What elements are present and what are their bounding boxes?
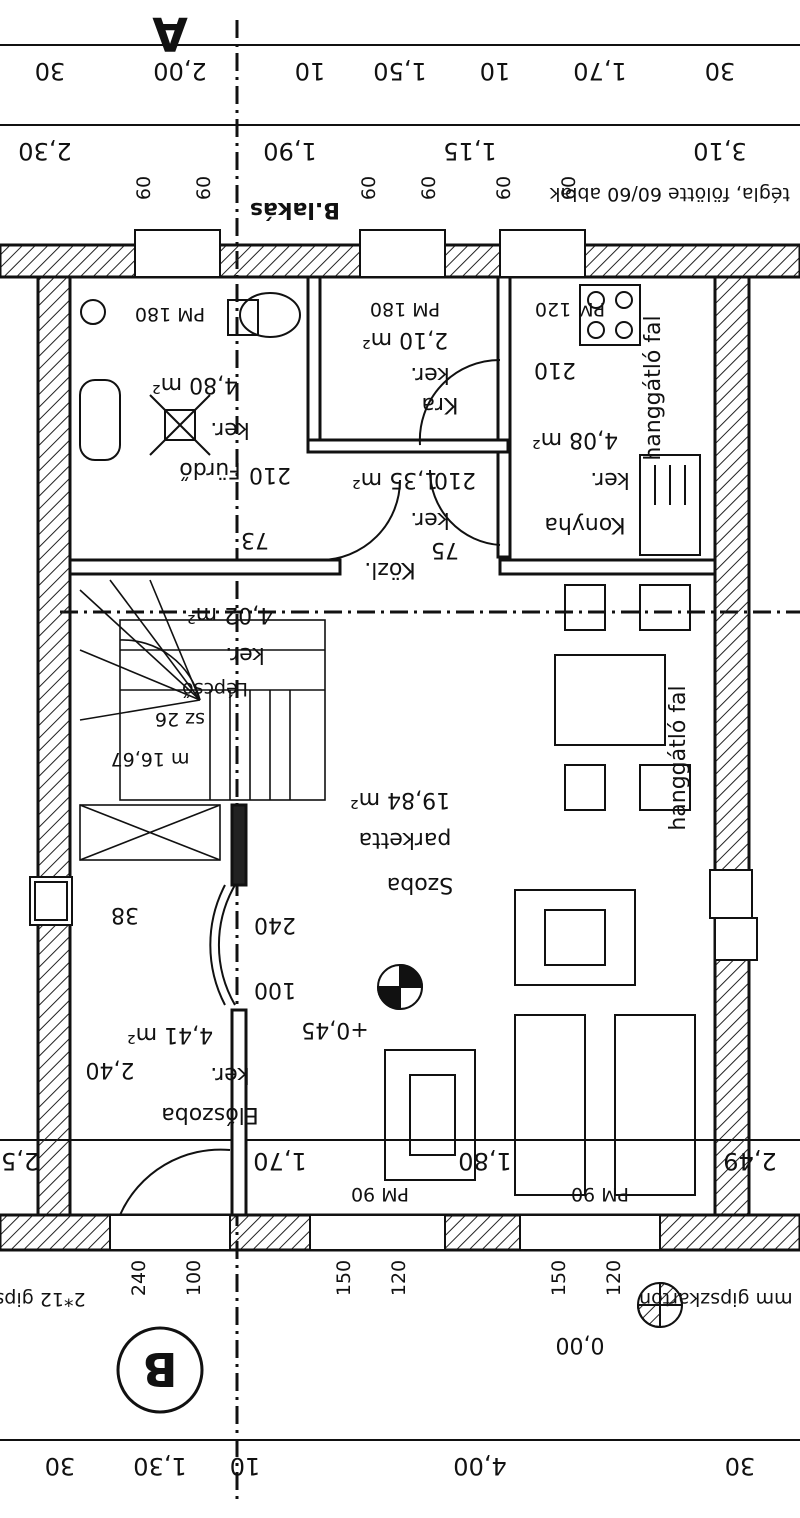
dim-bottom-3: 1,80	[458, 1147, 511, 1175]
section-mark-a: A	[152, 7, 188, 61]
wc-area: 2,10 m²	[362, 327, 448, 352]
entry-floor: ker.	[210, 1062, 250, 1087]
pm-bottom-1: PM 90	[351, 1183, 409, 1205]
wall-height-5: 60	[493, 176, 515, 200]
bathroom-floor: ker.	[210, 417, 250, 442]
hall-door: 75	[431, 537, 459, 562]
unit-name: B.lakás	[250, 197, 340, 222]
dim-bottom-4: 2,49	[723, 1147, 776, 1175]
entry-name: Előszoba	[161, 1102, 258, 1127]
section-mark-b-circle	[116, 1326, 204, 1414]
kitchen-h: 210	[534, 357, 576, 382]
bottom-note: 12,5 mm gipszkarton	[639, 1288, 800, 1310]
kitchen-pm: PM 120	[535, 298, 605, 320]
windows-bottom	[109, 1214, 661, 1251]
bottom-level: 0,00	[556, 1332, 605, 1357]
dim-top-7: 30	[705, 57, 736, 85]
bathroom-name: Fürdő	[179, 457, 240, 482]
windows-top	[134, 229, 586, 278]
hall-name: Közl.	[364, 557, 415, 582]
entry-dim: 2,40	[86, 1057, 135, 1082]
door-73: 73	[241, 527, 269, 552]
entry-dim38: 38	[111, 902, 139, 927]
dim-bottom-2: 1,70	[253, 1147, 306, 1175]
kitchen-fixtures	[579, 284, 701, 556]
bottom-small-6: 120	[603, 1260, 625, 1296]
pm-bottom-2: PM 90	[571, 1183, 629, 1205]
living-name: Szoba	[387, 872, 453, 897]
wc-floor: ker.	[410, 362, 450, 387]
living-level: +0,45	[301, 1017, 368, 1042]
bottom-small-5: 150	[548, 1260, 570, 1296]
bottom-small-2: 100	[183, 1260, 205, 1296]
kitchen-name: Konyha	[544, 512, 625, 537]
top-dimension-lines	[0, 44, 800, 1441]
dim-bottom2-3: 10	[230, 1452, 261, 1480]
entry-area: 4,41 m²	[127, 1022, 213, 1047]
stairs-lept: Lépcső	[182, 678, 248, 700]
hall-h: 210	[434, 467, 476, 492]
wall-height-6: 60	[558, 176, 580, 200]
dim-bottom2-1: 30	[45, 1452, 76, 1480]
bathroom-pm: PM 180	[135, 303, 205, 325]
wall-note-living: hanggátló fal	[666, 685, 691, 830]
level-marker-living	[376, 963, 424, 1011]
stairs-floor: ker.	[225, 642, 265, 667]
dim-top-3: 10	[295, 57, 326, 85]
left-note: 2*12 gips	[0, 1288, 86, 1310]
bathroom-area: 4,80 m²	[152, 372, 238, 397]
entry-240: 240	[254, 912, 296, 937]
dim-top2-1: 2,30	[18, 137, 71, 165]
dim-top-2: 2,00	[153, 57, 206, 85]
bathroom-h: 210	[249, 462, 291, 487]
living-floor: parketta	[359, 827, 452, 852]
wc-extra: Kra	[422, 392, 459, 417]
bottom-small-1: 240	[128, 1260, 150, 1296]
dim-bottom2-5: 30	[725, 1452, 756, 1480]
hall-area: 1,35 m²	[352, 467, 438, 492]
entry-100: 100	[254, 977, 296, 1002]
note-top: tégla, fölötte 60/60 ablak	[550, 183, 790, 205]
living-area: 19,84 m²	[350, 787, 450, 812]
dim-bottom2-4: 4,00	[453, 1452, 506, 1480]
living-furniture	[384, 584, 696, 1196]
stairs-steps: sz 26	[155, 708, 205, 730]
staircase	[79, 579, 326, 861]
kitchen-area: 4,08 m²	[532, 427, 618, 452]
wc-pm: PM 180	[370, 298, 440, 320]
columns	[29, 869, 758, 961]
wall-height-1: 60	[133, 176, 155, 200]
dim-top2-3: 1,15	[443, 137, 496, 165]
level-marker-bottom	[636, 1281, 684, 1329]
bathroom-fixtures	[79, 292, 301, 461]
dim-top2-4: 3,10	[693, 137, 746, 165]
wall-height-2: 60	[193, 176, 215, 200]
dim-bottom2-2: 1,30	[133, 1452, 186, 1480]
stairs-area: 4,02 m²	[187, 602, 273, 627]
dim-top-6: 1,70	[573, 57, 626, 85]
wall-height-3: 60	[358, 176, 380, 200]
stairs-note: m 16,67	[111, 748, 190, 770]
dim-top-5: 10	[480, 57, 511, 85]
dim-bottom-1: 2,5	[1, 1147, 39, 1175]
dim-top2-2: 1,90	[263, 137, 316, 165]
bottom-small-4: 120	[388, 1260, 410, 1296]
hall-floor: ker.	[410, 507, 450, 532]
dim-top-1: 30	[35, 57, 66, 85]
labels: 30 2,00 10 1,50 10 1,70 30 2,30 1,90 1,1…	[0, 7, 800, 1480]
wall-note-kitchen: hanggátló fal	[641, 315, 666, 460]
doors	[119, 358, 501, 1216]
section-mark-b: B	[142, 1342, 177, 1396]
bottom-small-3: 150	[333, 1260, 355, 1296]
wall-height-4: 60	[418, 176, 440, 200]
kitchen-floor: ker.	[590, 467, 630, 492]
dim-top-4: 1,50	[373, 57, 426, 85]
